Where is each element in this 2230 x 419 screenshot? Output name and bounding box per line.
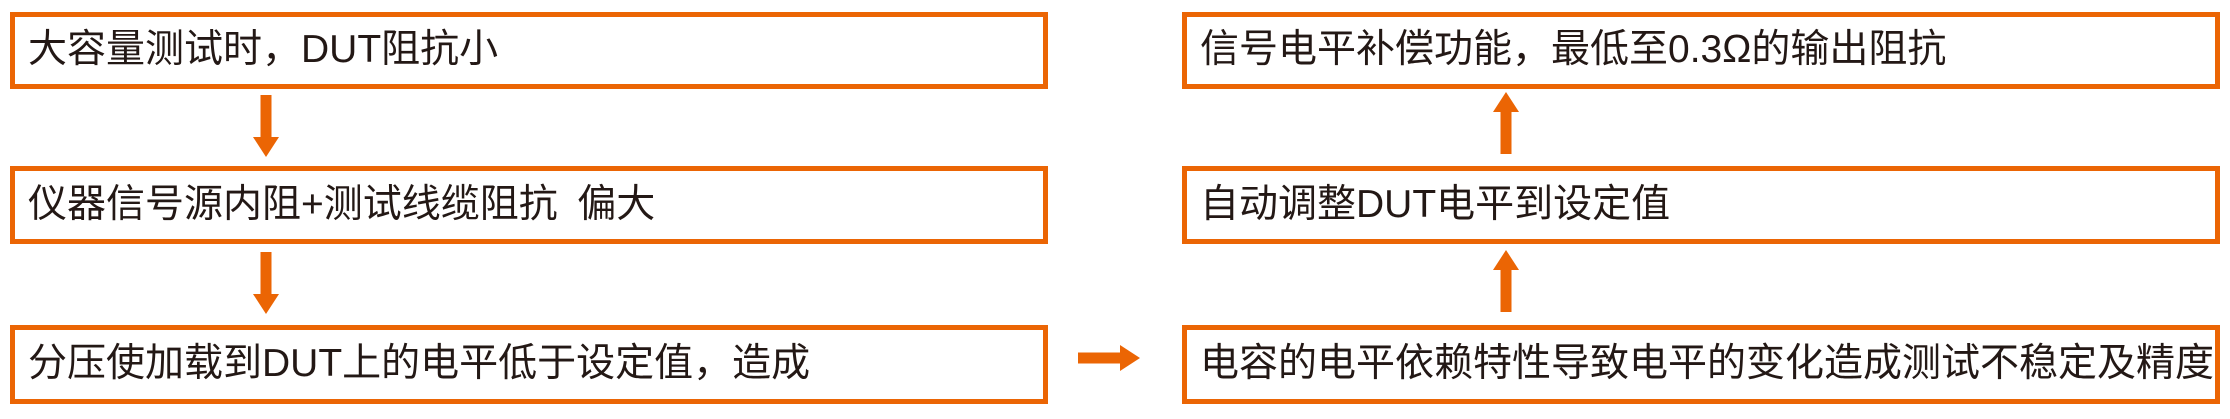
up-arrow-icon: [1493, 250, 1519, 312]
problem-box-3-label: 分压使加载到DUT上的电平低于设定值，造成: [28, 342, 811, 386]
right-arrow-icon: [1078, 345, 1140, 371]
problem-box-2-label: 仪器信号源内阻+测试线缆阻抗 偏大: [28, 182, 656, 226]
solution-box-2: 自动调整DUT电平到设定值: [1182, 166, 2220, 244]
solution-box-2-label: 自动调整DUT电平到设定值: [1200, 182, 1671, 226]
problem-box-1-label: 大容量测试时，DUT阻抗小: [28, 28, 499, 72]
problem-box-2: 仪器信号源内阻+测试线缆阻抗 偏大: [10, 166, 1048, 244]
down-arrow-icon: [253, 95, 279, 157]
solution-box-3-label: 电容的电平依赖特性导致电平的变化造成测试不稳定及精度差: [1200, 342, 2220, 386]
solution-box-1: 信号电平补偿功能，最低至0.3Ω的输出阻抗: [1182, 12, 2220, 89]
problem-box-1: 大容量测试时，DUT阻抗小: [10, 12, 1048, 89]
up-arrow-icon: [1493, 92, 1519, 154]
solution-box-3: 电容的电平依赖特性导致电平的变化造成测试不稳定及精度差: [1182, 325, 2220, 404]
down-arrow-icon: [253, 252, 279, 314]
solution-box-1-label: 信号电平补偿功能，最低至0.3Ω的输出阻抗: [1200, 28, 1947, 72]
problem-box-3: 分压使加载到DUT上的电平低于设定值，造成: [10, 325, 1048, 404]
